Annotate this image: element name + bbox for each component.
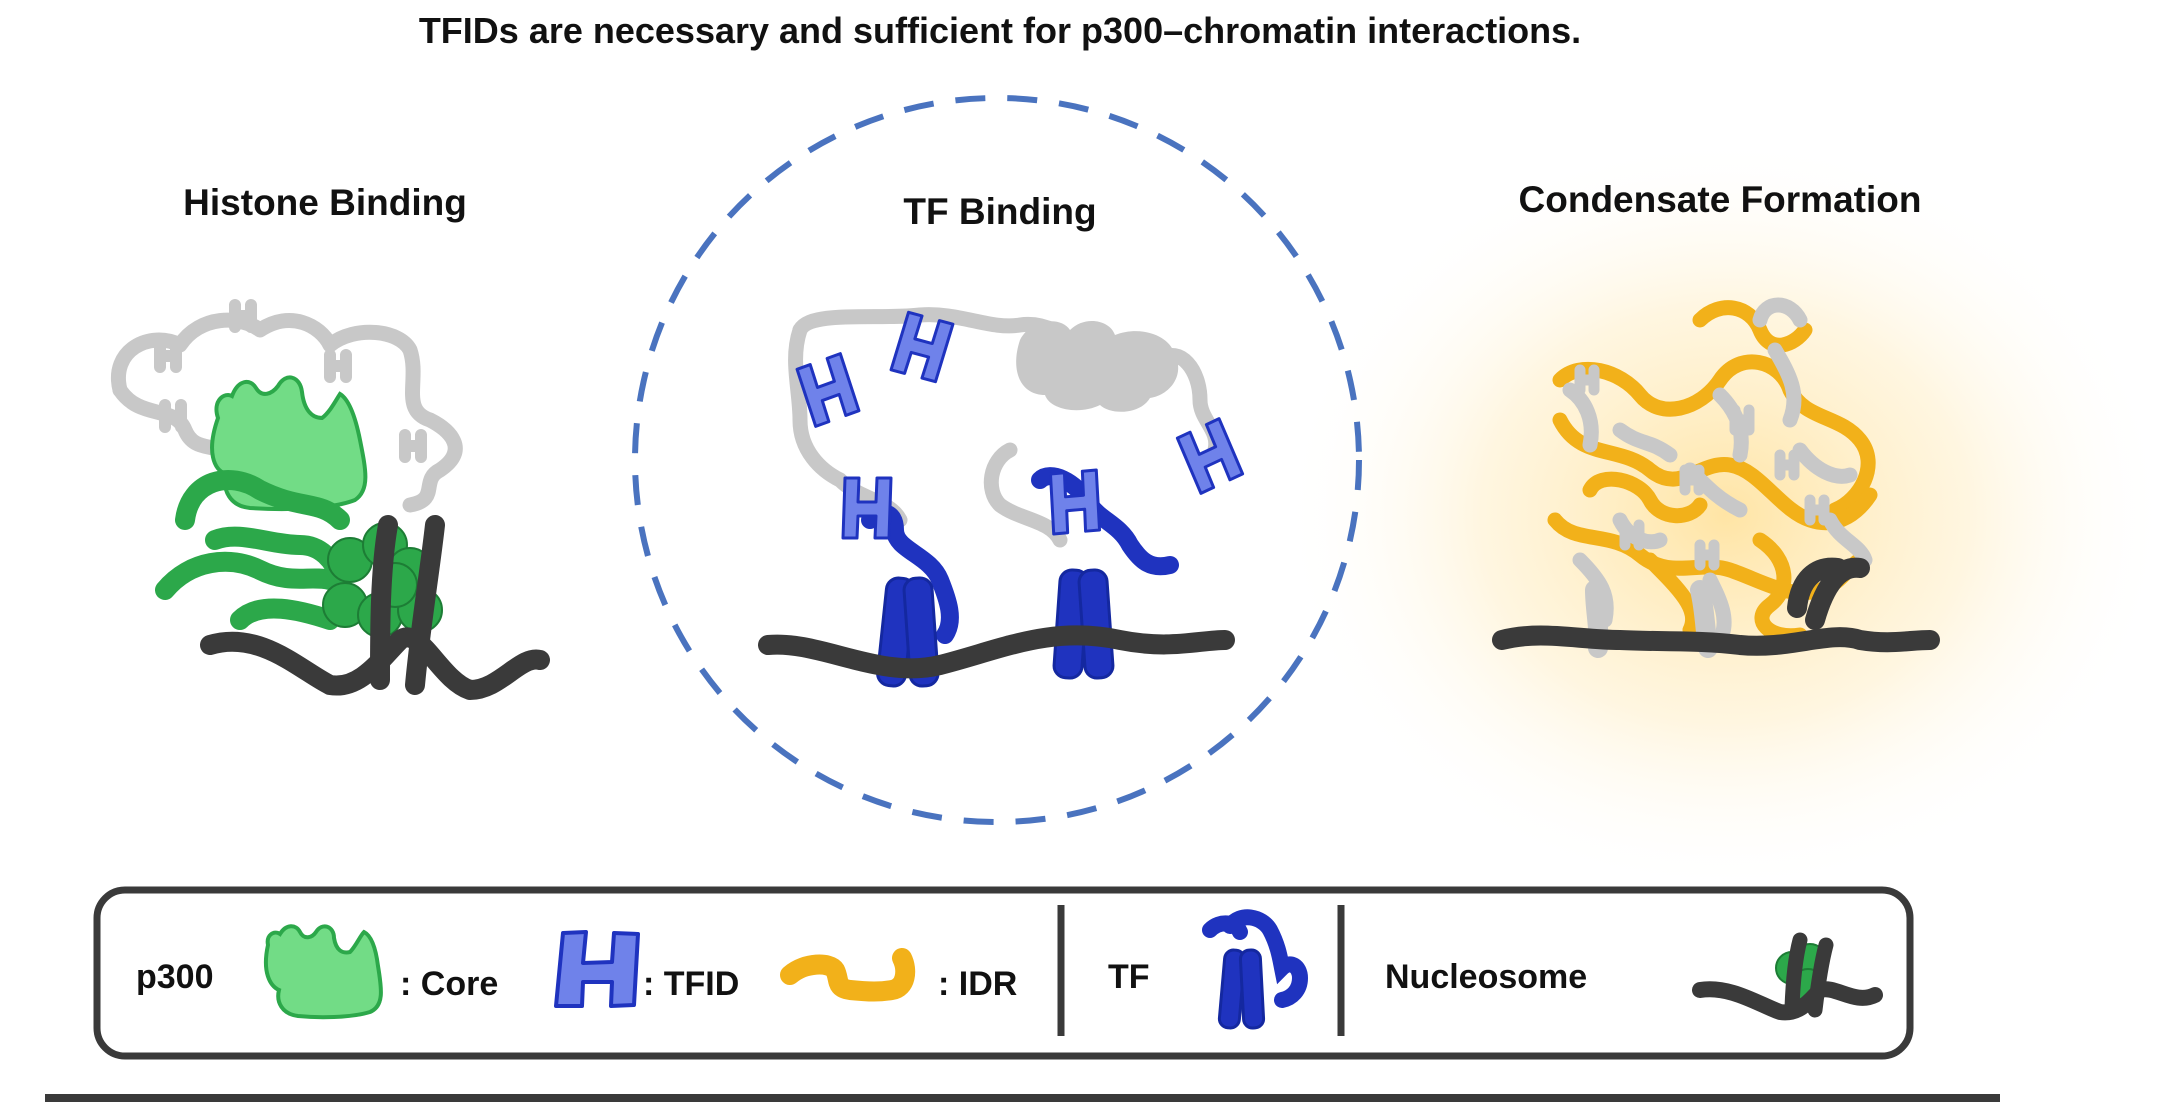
legend-nucleosome-glyph	[1692, 932, 1883, 1021]
dna-strand	[200, 627, 550, 700]
legend-core-glyph	[263, 924, 383, 1020]
tf-binding-illustration	[758, 307, 1246, 688]
panel-title-condensate-formation: Condensate Formation	[1518, 179, 1922, 220]
legend-idr-glyph	[780, 948, 916, 1002]
legend-nucleosome-label: Nucleosome	[1385, 958, 1588, 996]
gray-globular-domain	[1016, 320, 1179, 412]
legend-core-label: : Core	[400, 965, 499, 1003]
legend-box	[93, 886, 1914, 1060]
legend-tfid-glyph	[554, 930, 640, 1008]
legend-tf-glyph	[1202, 909, 1309, 1030]
figure-title: TFIDs are necessary and sufficient for p…	[418, 10, 1582, 51]
histone-binding-illustration	[110, 299, 550, 700]
legend-tfid-label: : TFID	[643, 965, 740, 1003]
condensate-glow	[1280, 135, 2170, 895]
panel-title-tf-binding: TF Binding	[903, 191, 1097, 232]
legend-p300-label: p300	[136, 958, 214, 996]
legend-tf-label: TF	[1108, 958, 1150, 996]
p300-idr-gray	[110, 312, 463, 513]
condensate-illustration	[1492, 297, 1940, 658]
tf-binding-dashed-circle	[632, 95, 1362, 825]
legend-idr-label: : IDR	[938, 965, 1018, 1003]
panel-title-histone-binding: Histone Binding	[183, 182, 467, 223]
